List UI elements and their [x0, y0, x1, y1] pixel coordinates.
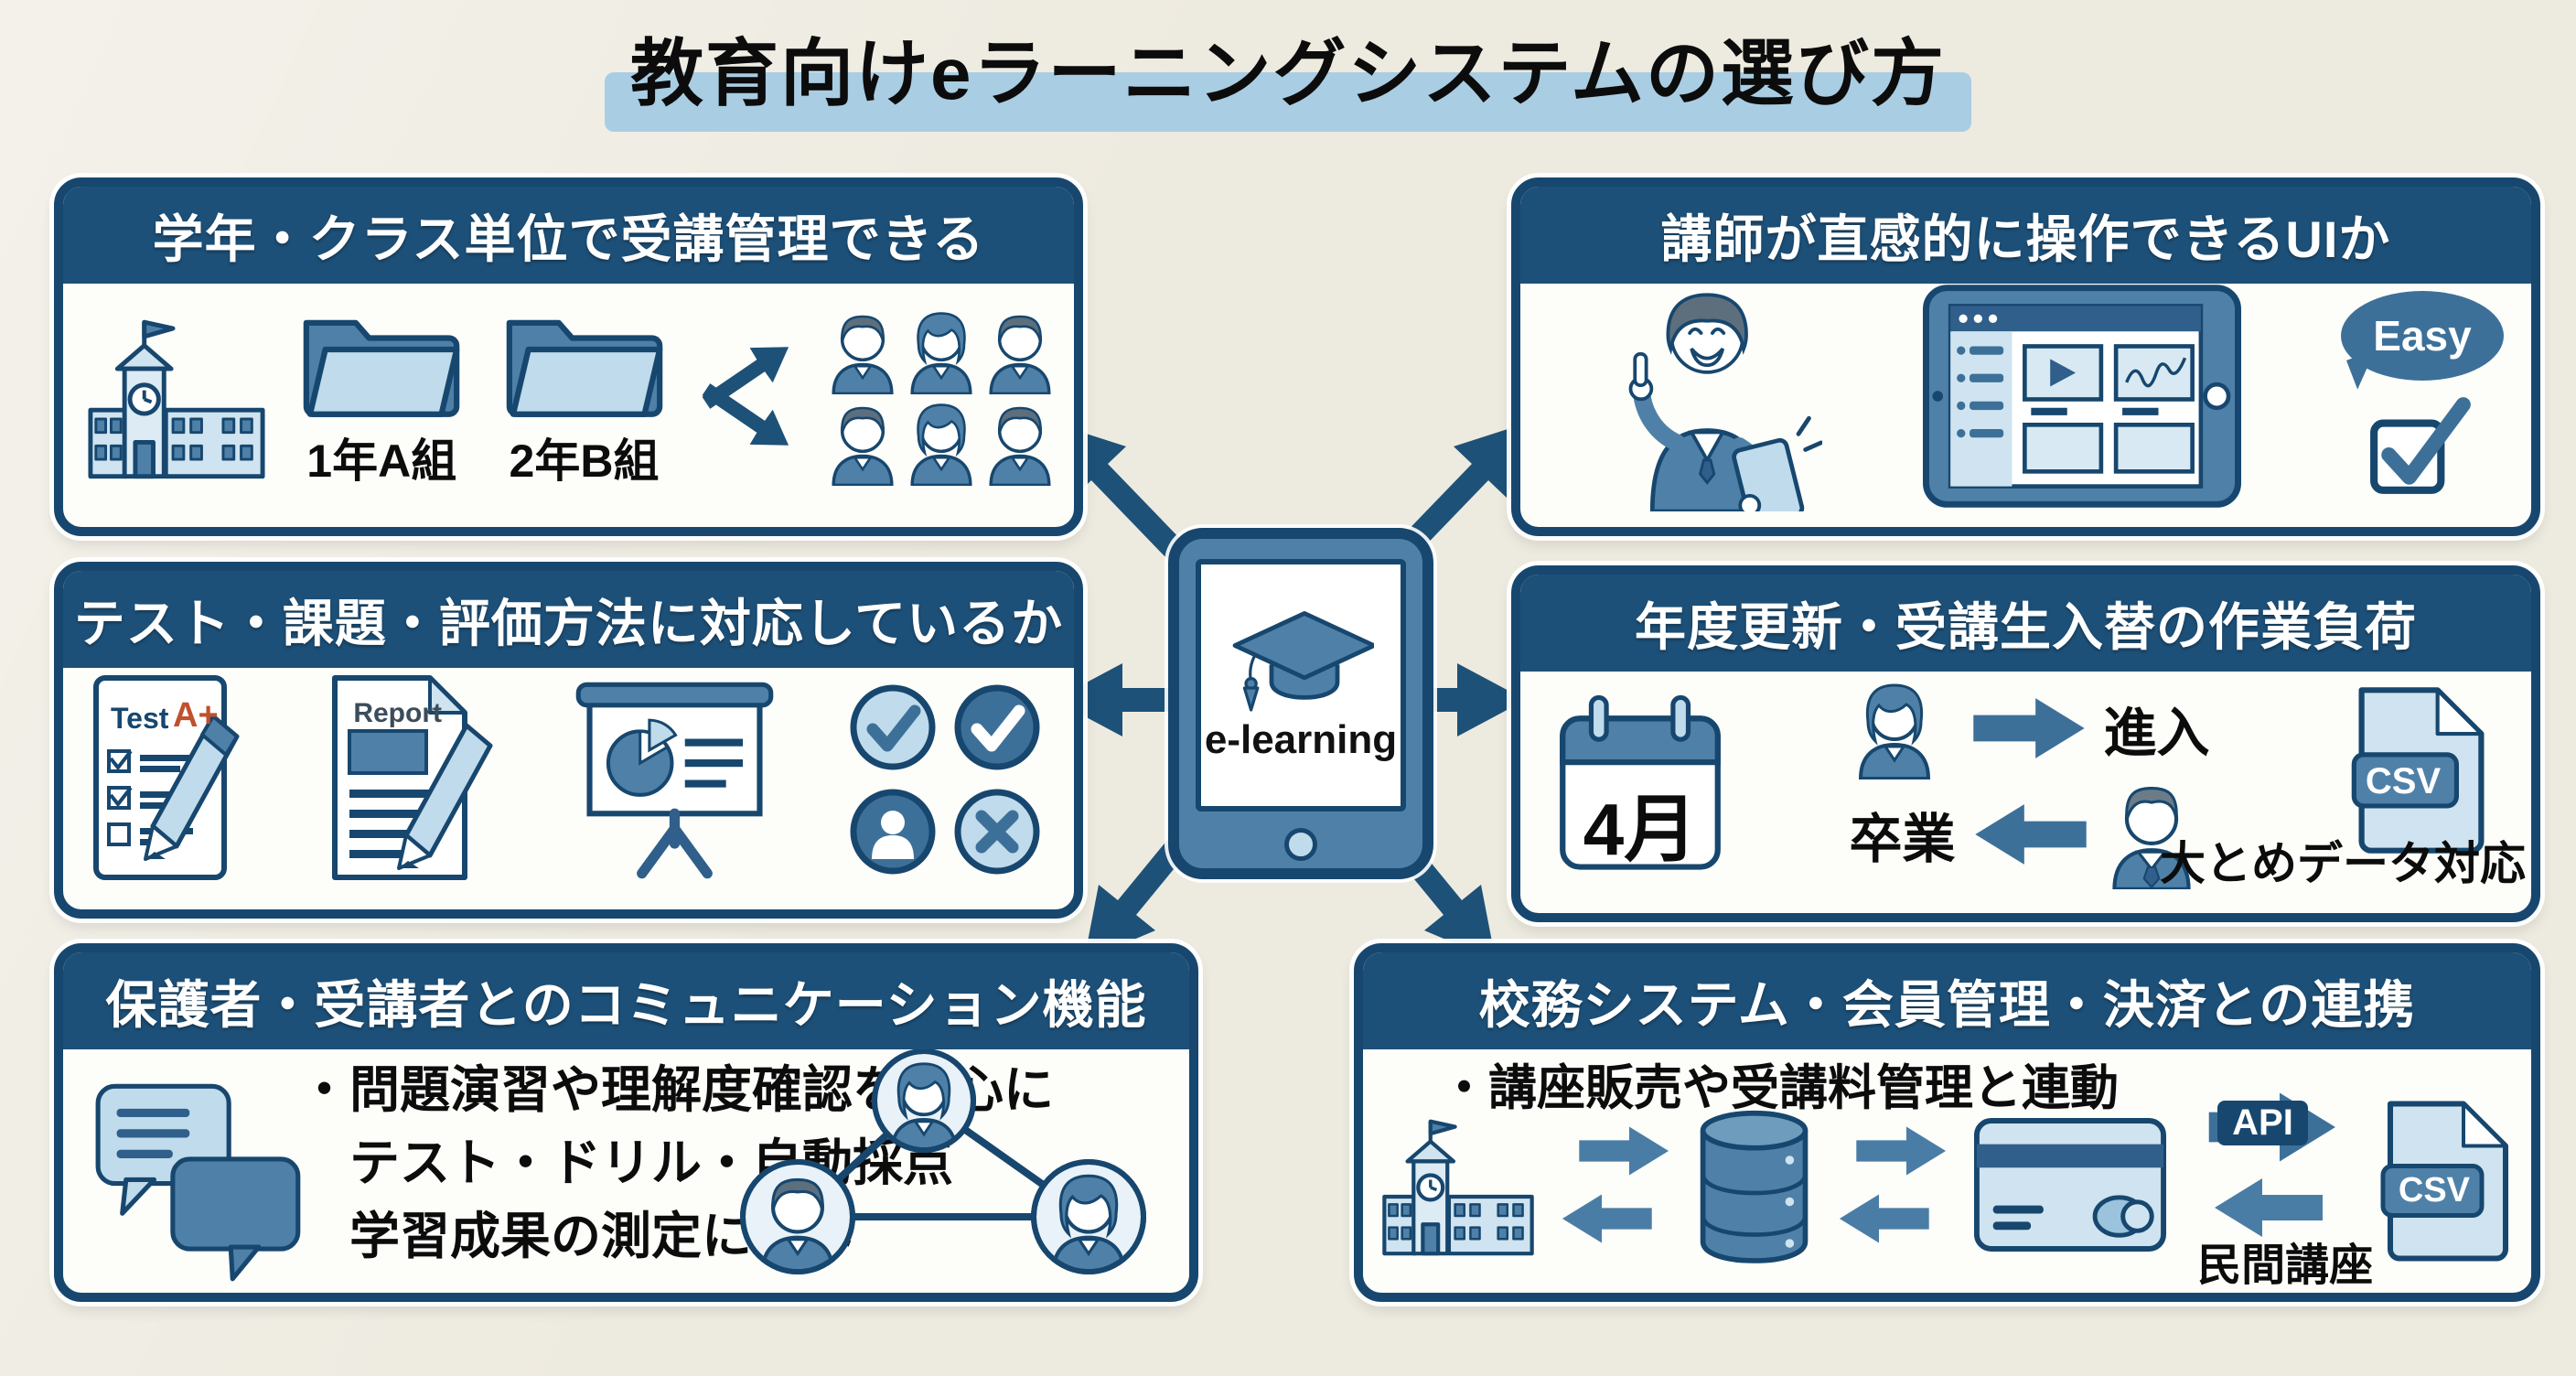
- student-exchange: 進入 卒業: [1849, 677, 2210, 889]
- box-teacher-ui: 講師が直感的に操作できるUIか Easy: [1511, 177, 2540, 536]
- student-avatar-icon: [902, 398, 981, 486]
- api-exchange: API 民間講座: [2192, 1090, 2373, 1290]
- folder-icon: [501, 302, 668, 421]
- box-assessment-header: テスト・課題・評価方法に対応しているか: [63, 571, 1074, 668]
- box-assessment: テスト・課題・評価方法に対応しているか Test A+ Report: [54, 562, 1083, 919]
- box-communication-body: ・問題演習や理解度確認を中心に テスト・ドリル・自動採点 学習成果の測定に強み: [63, 1049, 1189, 1274]
- student-avatar-icon: [981, 398, 1059, 486]
- student-avatar-icon: [981, 306, 1059, 394]
- graduate-label: 卒業: [1849, 810, 1956, 869]
- credit-card-icon: [1973, 1117, 2167, 1252]
- box-yearly-update-body: 4月 進入 卒業 CSV 大とめデータ対応: [1520, 672, 2531, 895]
- arrow-to-right: [1409, 663, 1526, 736]
- test-grade-label: A+: [173, 695, 219, 735]
- box-integration-body: ・講座販売や受講料管理と連動 API 民間講座: [1363, 1049, 2531, 1290]
- check-circle-dark-icon: [951, 682, 1043, 773]
- elearning-label: e-learning: [1204, 717, 1398, 762]
- folder-2b: 2年B組: [498, 302, 671, 490]
- calendar: 4月: [1557, 692, 1723, 875]
- box-teacher-ui-body: Easy: [1520, 284, 2531, 509]
- folder-2b-label: 2年B組: [509, 435, 660, 487]
- student-avatar-icon: [823, 306, 902, 394]
- box-yearly-update: 年度更新・受講生入替の作業負荷 4月 進入 卒業 CSV 大とめデータ対応: [1511, 565, 2540, 922]
- check-circle-light-icon: [847, 682, 939, 773]
- elearning-screen: e-learning: [1196, 559, 1406, 812]
- student-group-2: [823, 398, 1059, 486]
- csv-block: CSV 大とめデータ対応: [2160, 672, 2526, 895]
- arrow-to-bottom-left: [1084, 839, 1186, 961]
- box-assessment-body: Test A+ Report: [63, 668, 1074, 891]
- people-network-icon: [740, 1049, 1146, 1274]
- folder-1a: 1年A組: [295, 302, 468, 490]
- easy-label: Easy: [2373, 312, 2472, 360]
- private-course-label: 民間講座: [2197, 1242, 2374, 1290]
- student-groups: [823, 306, 1059, 486]
- calendar-month-label: 4月: [1583, 789, 1698, 870]
- tablet-ui-icon: [1923, 285, 2241, 508]
- elearning-device: e-learning: [1168, 528, 1433, 879]
- report-sheet: Report: [327, 672, 501, 887]
- left-arrow-icon: [1830, 1192, 1937, 1245]
- box-communication-header: 保護者・受講者とのコミュニケーション機能: [63, 952, 1189, 1049]
- bubble-tail: [2317, 331, 2376, 390]
- easy-check-column: Easy: [2317, 291, 2504, 501]
- school-icon: [1381, 1113, 1535, 1257]
- api-label: API: [2217, 1101, 2308, 1145]
- box-class-management: 学年・クラス単位で受講管理できる 1年A組 2年B組: [54, 177, 1083, 536]
- easy-speech-bubble: Easy: [2317, 291, 2504, 390]
- page-title: 教育向けeラーニングシステムの選び方: [604, 15, 1972, 132]
- graduate-arrow-icon: [1967, 801, 2093, 867]
- box-yearly-update-header: 年度更新・受講生入替の作業負荷: [1520, 575, 2531, 672]
- csv-label: CSV: [2365, 761, 2442, 801]
- box-integration-header: 校務システム・会員管理・決済との連携: [1363, 952, 2531, 1049]
- enter-label: 進入: [2103, 704, 2210, 763]
- teacher-icon: [1599, 281, 1822, 511]
- student-group-1: [823, 306, 1059, 394]
- integration-bullet: ・講座販売や受講料管理と連動: [1440, 1061, 2119, 1115]
- checked-box-icon: [2367, 390, 2478, 501]
- csv-block: CSV: [2379, 1096, 2518, 1274]
- arrow-to-top-left: [1052, 423, 1184, 559]
- presentation-chart-icon: [567, 677, 782, 883]
- split-arrows-icon: [702, 347, 789, 446]
- enter-arrow-icon: [1967, 695, 2093, 761]
- page-title-text: 教育向けeラーニングシステムの選び方: [629, 33, 1947, 114]
- arrow-to-left: [1054, 663, 1171, 736]
- student-avatar-icon: [823, 398, 902, 486]
- graduation-cap-icon: [1228, 607, 1374, 714]
- csv-label: CSV: [2398, 1171, 2471, 1209]
- database-icon: [1696, 1104, 1813, 1265]
- test-label: Test: [111, 701, 169, 735]
- folder-icon: [298, 302, 465, 421]
- school-icon: [87, 313, 266, 479]
- right-arrow-icon: [1848, 1124, 1956, 1177]
- page-title-wrap: 教育向けeラーニングシステムの選び方: [0, 15, 2576, 132]
- student-avatar-icon: [902, 306, 981, 394]
- left-arrow-icon: [1552, 1192, 1660, 1245]
- person-circle-icon: [847, 786, 939, 877]
- test-sheet: Test A+: [89, 672, 263, 887]
- folder-1a-label: 1年A組: [306, 435, 457, 487]
- box-integration: 校務システム・会員管理・決済との連携 ・講座販売や受講料管理と連動 API: [1354, 943, 2540, 1302]
- right-arrow-icon: [1571, 1124, 1679, 1177]
- evaluation-badges: [847, 682, 1043, 877]
- csv-caption: 大とめデータ対応: [2160, 838, 2526, 889]
- box-communication: 保護者・受講者とのコミュニケーション機能 ・問題演習や理解度確認を中心に テスト…: [54, 943, 1198, 1302]
- report-label: Report: [353, 697, 442, 728]
- sync-arrows: [1560, 1124, 1671, 1245]
- box-teacher-ui-header: 講師が直感的に操作できるUIか: [1520, 187, 2531, 284]
- sync-arrows: [1837, 1124, 1948, 1245]
- box-class-management-body: 1年A組 2年B組: [63, 284, 1074, 509]
- integration-flow: API 民間講座 CSV: [1381, 1101, 2518, 1290]
- arrow-to-top-right: [1396, 423, 1528, 559]
- box-class-management-header: 学年・クラス単位で受講管理できる: [63, 187, 1074, 284]
- graduating-student-icon: [1849, 677, 1940, 779]
- x-circle-icon: [951, 786, 1043, 877]
- home-button: [1284, 828, 1317, 861]
